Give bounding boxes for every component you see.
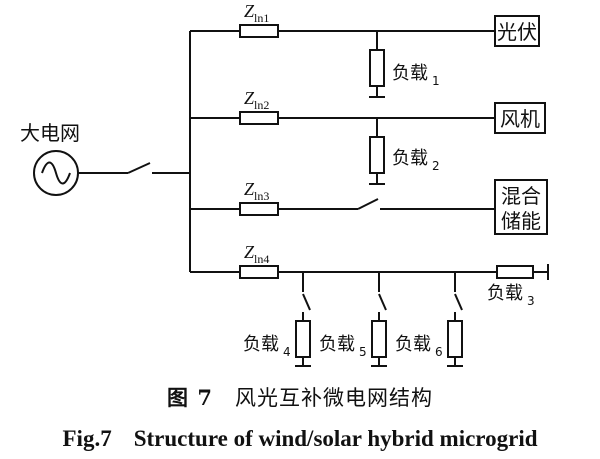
caption-chinese: 图 7 风光互补微电网结构 — [0, 382, 600, 412]
pv-box — [494, 15, 540, 47]
storage-box — [494, 179, 548, 235]
caption-en-title: Structure of wind/solar hybrid microgrid — [133, 426, 538, 451]
caption-en-number: Fig.7 — [62, 426, 112, 451]
storage-label-line2: 储能 — [501, 209, 541, 233]
wind-label: 风机 — [500, 107, 540, 131]
storage-label-line1: 混合 — [501, 184, 541, 208]
impedance-ln4-label: Zln4 — [244, 242, 269, 266]
load-1-resistor — [369, 49, 385, 87]
impedance-ln1 — [239, 24, 279, 38]
load-4-switch — [302, 293, 311, 311]
load-5-resistor — [371, 320, 387, 358]
impedance-ln2 — [239, 111, 279, 125]
branch-3: Zln3 混合 储能 — [190, 179, 548, 235]
impedance-ln1-label: Zln1 — [244, 1, 269, 25]
load-6-switch — [454, 293, 463, 311]
load-5-switch — [378, 293, 387, 311]
caption-english: Fig.7 Structure of wind/solar hybrid micr… — [0, 426, 600, 452]
pv-label: 光伏 — [497, 20, 537, 44]
load-6-resistor — [447, 320, 463, 358]
load-3-resistor — [496, 265, 534, 279]
load-2-resistor — [369, 136, 385, 174]
storage-switch — [357, 198, 379, 210]
ac-source-symbol — [33, 150, 79, 196]
load-4-resistor — [295, 320, 311, 358]
wind-box — [494, 102, 546, 134]
caption-cn-number: 图 7 — [167, 385, 213, 410]
caption-cn-title: 风光互补微电网结构 — [234, 386, 433, 410]
impedance-ln2-label: Zln2 — [244, 88, 269, 112]
impedance-ln3 — [239, 202, 279, 216]
grid-label: 大电网 — [20, 121, 80, 145]
impedance-ln3-label: Zln3 — [244, 179, 269, 203]
grid-switch — [127, 162, 151, 174]
impedance-ln4 — [239, 265, 279, 279]
